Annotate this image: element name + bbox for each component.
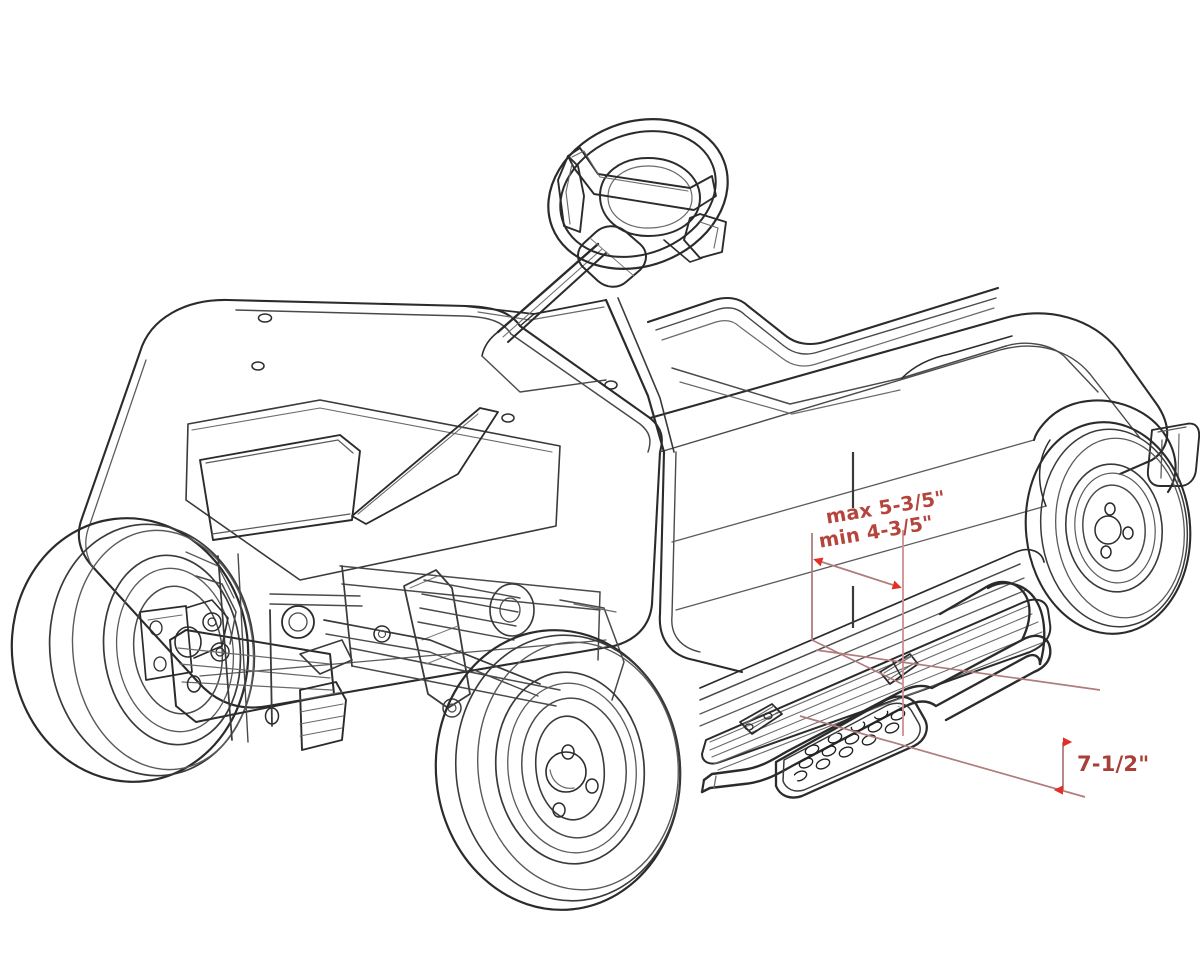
steering-wheel [547,118,729,270]
nerf-bar-side-step [700,580,1052,799]
dimension-label-step-height: 7-1/2" [1077,752,1150,776]
dimension-annotations [799,452,1101,798]
rear-wheel [434,629,682,911]
bench-seat [646,286,1099,415]
mounting-bracket [739,653,919,735]
leader-line-lower [799,715,1086,798]
steering-column [481,225,647,393]
dimension-line-horizontal [813,557,902,590]
front-wheel [10,517,256,783]
extension-line-left-lower [811,639,903,685]
rear-wheel-right [1024,421,1192,635]
front-bumper [169,629,347,751]
rocker-panel [699,548,1052,771]
front-hood [77,298,663,709]
front-suspension-assembly [217,553,625,743]
cart-body [463,297,1200,674]
leader-line-upper [815,649,1101,691]
